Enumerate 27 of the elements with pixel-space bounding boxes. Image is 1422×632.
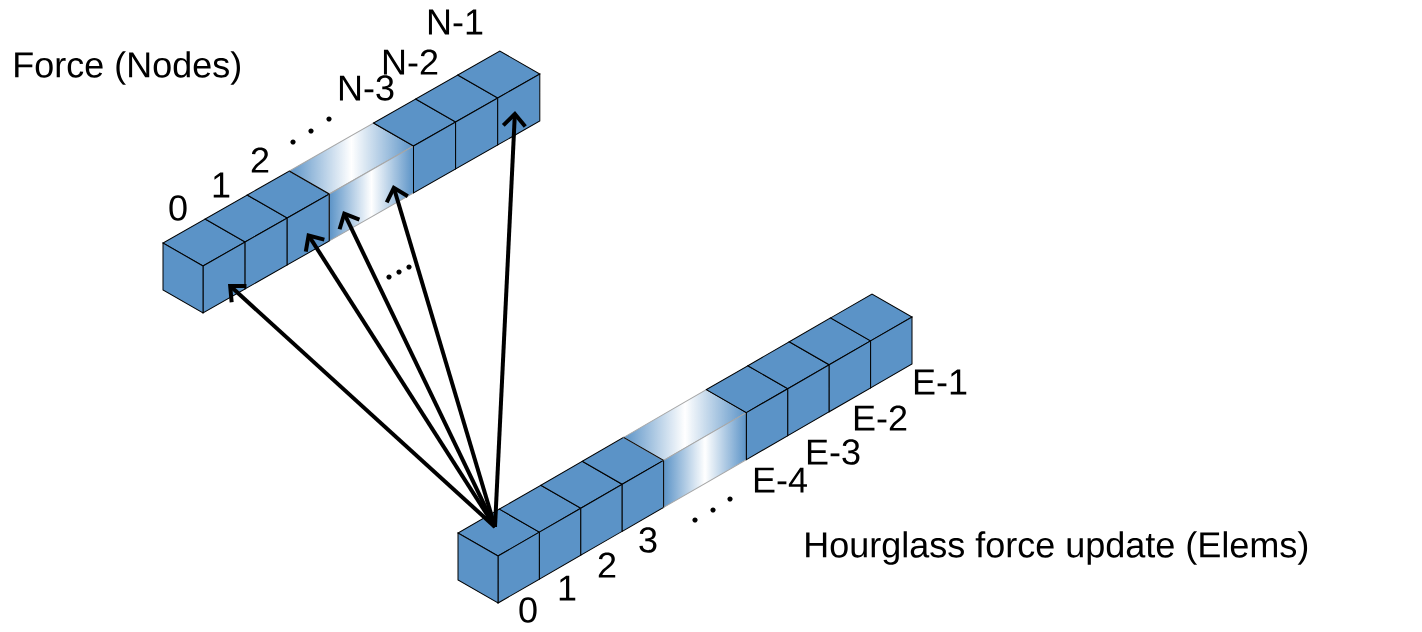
index-label: E-4 [754, 467, 807, 493]
index-label: E-2 [854, 405, 907, 431]
array-title: Hourglass force update (Elems) [806, 531, 1308, 565]
index-label: 3 [639, 527, 657, 553]
faded-cell-segment [288, 122, 414, 242]
index-label: 2 [598, 552, 616, 578]
array-title: Force (Nodes) [15, 51, 240, 85]
index-label: N-2 [383, 49, 438, 75]
index-label: 2 [251, 147, 269, 173]
index-label: E-3 [807, 439, 860, 465]
array-cell [830, 293, 913, 389]
index-label: 1 [213, 172, 230, 198]
array-cell [747, 341, 830, 437]
array-cell [705, 365, 789, 461]
index-label: E-1 [914, 369, 967, 395]
array-cell [457, 50, 541, 146]
arrow [228, 283, 497, 529]
index-label: 1 [559, 575, 576, 601]
index-label: N-1 [428, 9, 483, 35]
faded-cell-segment [623, 389, 747, 508]
arrow [493, 111, 527, 528]
index-label: N-3 [339, 75, 394, 101]
array-cell [415, 74, 499, 170]
arrow [337, 211, 497, 528]
index-label: 0 [169, 195, 187, 221]
arrow [384, 185, 497, 528]
index-label: 0 [519, 597, 537, 623]
